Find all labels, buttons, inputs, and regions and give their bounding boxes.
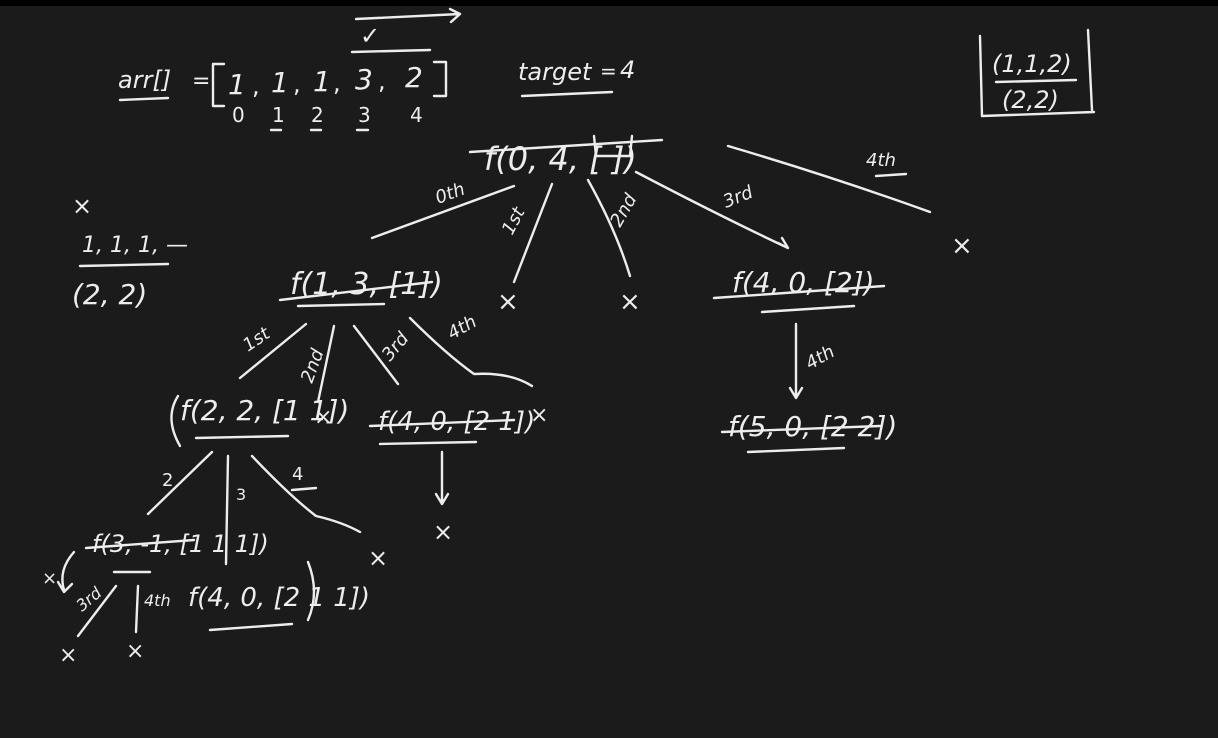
array-comma: , xyxy=(378,67,386,95)
cross-mark: × xyxy=(126,639,144,664)
node-f-5-0-strike xyxy=(720,424,882,434)
edge-n2-4 xyxy=(250,454,362,534)
edge-n1-4th xyxy=(408,316,534,388)
cross-mark: × xyxy=(951,231,973,261)
node-f-4-0-right-underline xyxy=(760,304,856,314)
edge-n2-3 xyxy=(224,454,230,566)
node-f-5-0-underline xyxy=(746,446,846,454)
node-f-4-0-left-paren xyxy=(306,560,316,622)
node-f-4-0-left-underline xyxy=(208,622,294,632)
edge-label-root-3rd: 3rd xyxy=(720,182,756,213)
array-left-bracket xyxy=(211,62,226,108)
edge-label-n6-4th: 4th xyxy=(802,341,838,374)
edge-n1-1st xyxy=(238,322,308,380)
cross-mark: × xyxy=(368,544,388,572)
array-value-0: 1 xyxy=(228,68,246,101)
array-comma: , xyxy=(293,70,301,98)
window-top-bar xyxy=(0,0,1218,6)
array-equals: = xyxy=(192,69,210,94)
target-equals: = xyxy=(600,59,617,83)
edge-label-underline xyxy=(874,172,908,178)
edge-label-n2-3: 3 xyxy=(236,485,246,504)
node-f-4-0-right: f(4, 0, [2]) xyxy=(732,266,875,299)
node-f-1-3-strike xyxy=(278,280,434,302)
edge-root-4th xyxy=(726,144,932,214)
edge-n3-4th xyxy=(134,584,140,634)
array-value-2: 1 xyxy=(313,65,331,98)
target-value: 4 xyxy=(620,56,635,84)
edge-n2-2 xyxy=(146,450,214,516)
array-index-3: 3 xyxy=(358,103,371,127)
side-arrow xyxy=(56,550,76,594)
array-name: arr[] xyxy=(118,66,171,94)
target-label: target xyxy=(518,58,593,86)
side-note-cross: × xyxy=(72,192,92,220)
target-underline xyxy=(520,90,614,98)
answer-divider xyxy=(994,78,1078,84)
array-index-1: 1 xyxy=(272,103,285,127)
array-check-mark: ✓ xyxy=(360,22,380,50)
root-node-strike xyxy=(468,138,664,154)
answer-box-bottom xyxy=(980,110,1096,118)
node-f-4-0-right-strike xyxy=(712,284,886,300)
edge-label-n3-3rd: 3rd xyxy=(72,583,105,615)
node-f-3-neg1-strike xyxy=(84,538,196,550)
cross-mark: × xyxy=(530,403,548,428)
array-value-1: 1 xyxy=(271,66,289,99)
edge-label-n2-2: 2 xyxy=(162,470,173,491)
node-f-3-neg1: f(3, -1, [1 1 1]) xyxy=(92,530,269,558)
edge-n5-down xyxy=(434,450,450,506)
cross-mark: × xyxy=(619,287,641,317)
edge-label-n1-1st: 1st xyxy=(239,323,275,357)
edge-n6-4th xyxy=(788,322,804,400)
edge-n1-3rd xyxy=(352,324,400,386)
array-name-underline xyxy=(118,96,170,102)
node-f-4-0-left: f(4, 0, [2 1 1]) xyxy=(188,583,370,613)
answer-combo-2: (2,2) xyxy=(1002,86,1059,114)
answer-box-left xyxy=(978,34,984,118)
edge-label-n3-4th: 4th xyxy=(144,591,171,610)
edge-label-n1-4th: 4th xyxy=(444,311,480,344)
node-f-4-0-mid-strike xyxy=(368,418,516,428)
array-right-bracket xyxy=(432,60,448,98)
array-arrow xyxy=(354,7,462,24)
array-value-4: 2 xyxy=(405,61,423,94)
answer-box-right xyxy=(1086,28,1094,112)
edge-label-root-4th: 4th xyxy=(866,150,896,171)
edge-n3-3rd xyxy=(76,584,118,638)
side-note-divider xyxy=(78,262,170,268)
side-note-combo: (2, 2) xyxy=(72,278,147,311)
cross-mark: × xyxy=(433,518,453,546)
edge-root-1st xyxy=(512,182,554,284)
root-node-bracket xyxy=(592,134,634,158)
node-f-4-0-mid-underline xyxy=(378,440,478,446)
array-overline xyxy=(350,48,432,54)
cross-mark: × xyxy=(59,643,77,668)
array-comma: , xyxy=(252,72,260,100)
array-index-0: 0 xyxy=(232,103,245,127)
edge-root-3rd xyxy=(634,170,790,250)
edge-root-0th xyxy=(370,184,516,240)
cross-mark: × xyxy=(314,405,332,430)
node-f-1-3-underline xyxy=(296,302,386,308)
cross-mark: × xyxy=(497,287,519,317)
edge-root-2nd xyxy=(586,178,632,278)
array-comma: , xyxy=(333,69,341,97)
edge-label-n2-4: 4 xyxy=(292,464,303,485)
side-note-partial: 1, 1, 1, — xyxy=(82,233,188,258)
node-f-2-2-left-paren xyxy=(170,394,182,448)
cross-mark: × xyxy=(42,568,57,589)
answer-combo-1: (1,1,2) xyxy=(992,50,1072,78)
node-f-2-2-underline xyxy=(194,434,290,440)
array-value-3: 3 xyxy=(355,63,373,96)
edge-label-n1-3rd: 3rd xyxy=(378,328,414,365)
edge-n1-2nd xyxy=(316,324,336,404)
edge-label-underline xyxy=(290,486,318,492)
node-f-2-2: f(2, 2, [1 1]) xyxy=(180,394,349,427)
array-index-4: 4 xyxy=(410,103,423,127)
array-index-2: 2 xyxy=(311,103,324,127)
edge-label-root-1st: 1st xyxy=(498,203,530,238)
